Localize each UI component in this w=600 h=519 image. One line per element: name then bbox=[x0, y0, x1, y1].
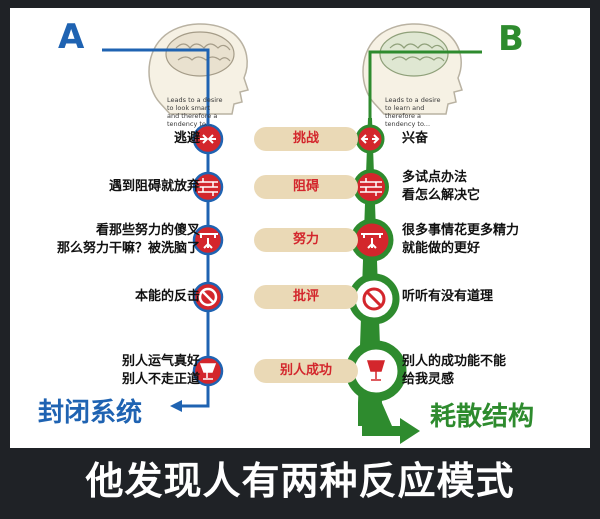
category-label: 挑战 bbox=[292, 131, 319, 146]
closed-arrow-icon bbox=[170, 400, 182, 412]
diagram-canvas: A B Leads to a desire to look smart and … bbox=[10, 8, 590, 448]
dissipative-arrow-icon bbox=[400, 418, 420, 444]
closed-response: 看那些努力的傻叉那么努力干嘛？被洗脑了 bbox=[56, 223, 200, 256]
growth-response: 多试点办法看怎么解决它 bbox=[402, 170, 481, 203]
category-label: 别人成功 bbox=[279, 363, 332, 378]
category-bar bbox=[254, 359, 358, 383]
closed-system-title: 封闭系统 bbox=[38, 398, 143, 428]
dissipative-structure-title: 耗散结构 bbox=[430, 402, 535, 432]
growth-response: 听听有没有道理 bbox=[402, 289, 494, 304]
category-bar bbox=[254, 127, 358, 151]
brain-a-text: Leads to a desire to look smart and ther… bbox=[167, 96, 223, 128]
category-label: 批评 bbox=[292, 289, 319, 304]
growth-response: 别人的成功能不能给我灵感 bbox=[402, 354, 507, 387]
label-a: A bbox=[58, 17, 85, 57]
video-caption: 他发现人有两种反应模式 bbox=[85, 459, 515, 503]
category-bar bbox=[254, 285, 358, 309]
dissipative-path bbox=[368, 50, 482, 118]
closed-response: 逃避 bbox=[173, 131, 200, 146]
closed-response: 遇到阻碍就放弃 bbox=[108, 179, 200, 194]
growth-response: 很多事情花更多精力就能做的更好 bbox=[402, 223, 520, 256]
brain-b-text: Leads to a desire to learn and therefore… bbox=[385, 96, 441, 128]
closed-response: 别人运气真好别人不走正道 bbox=[121, 354, 200, 387]
brain-head-a-icon bbox=[148, 23, 249, 115]
category-bar bbox=[254, 175, 358, 199]
left-icons bbox=[192, 123, 224, 387]
brain-head-b-icon bbox=[362, 23, 463, 115]
growth-response: 兴奋 bbox=[402, 131, 429, 146]
category-label: 阻碍 bbox=[292, 179, 319, 194]
category-bar bbox=[254, 228, 358, 252]
label-b: B bbox=[498, 19, 524, 59]
closed-response: 本能的反击 bbox=[134, 289, 200, 304]
category-label: 努力 bbox=[292, 232, 319, 247]
diagram-graphics bbox=[102, 23, 482, 444]
